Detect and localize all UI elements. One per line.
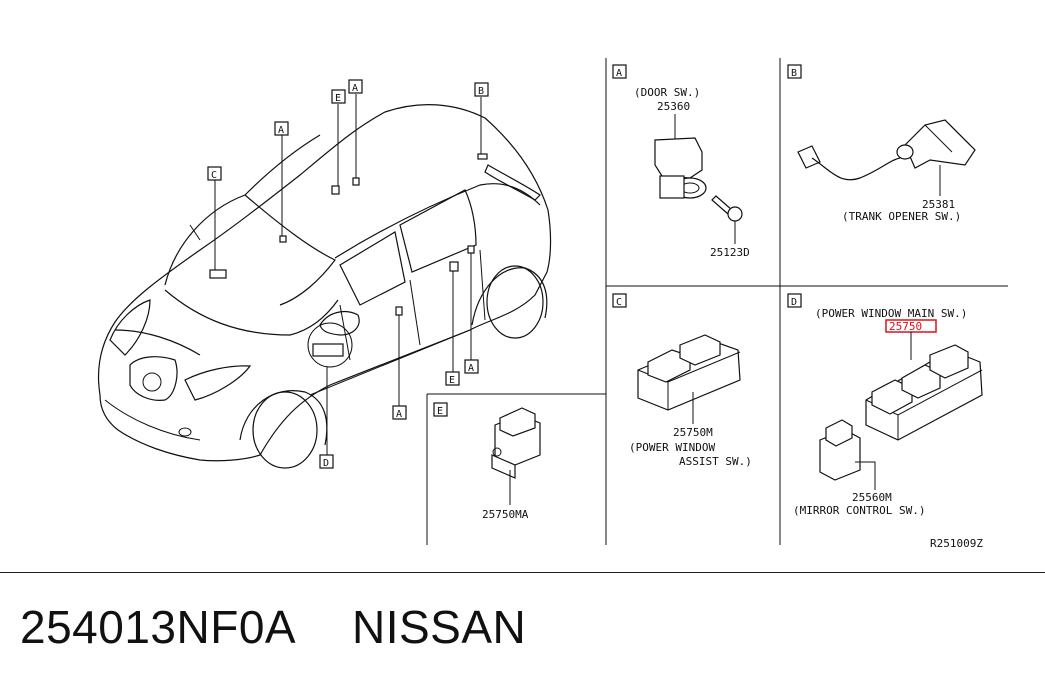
callout-letter: A: [278, 125, 284, 136]
door-switch-part: [654, 137, 703, 179]
callout-b-car: B: [474, 82, 489, 97]
callout-e-car-1: E: [331, 89, 346, 104]
panel-d-letter: D: [791, 297, 797, 308]
callout-a-car-1: A: [274, 121, 289, 136]
panel-b-letter: B: [791, 68, 797, 79]
callout-a-car-4: A: [392, 405, 407, 420]
panel-d: D (POWER WINDOW MAIN SW.) 25750 25560M (…: [787, 293, 983, 517]
screw-part-number: 25123D: [710, 246, 750, 259]
callout-letter: A: [352, 83, 358, 94]
mirror-switch-description: (MIRROR CONTROL SW.): [793, 504, 925, 517]
panel-frames: [426, 58, 1008, 545]
door-switch-part-number: 25360: [657, 100, 690, 113]
footer-part-number: 254013NF0A: [20, 601, 297, 653]
callout-letter: E: [449, 375, 455, 386]
panel-e: E 25750MA: [433, 402, 541, 521]
main-switch-title: (POWER WINDOW MAIN SW.): [815, 307, 967, 320]
footer-brand: NISSAN: [352, 601, 527, 653]
trunk-opener-part-number: 25381: [922, 198, 955, 211]
panel-c: C 25750M (POWER WINDOW ASSIST SW.): [612, 293, 752, 468]
window-switch-e-part-number: 25750MA: [482, 508, 529, 521]
callout-letter: E: [335, 93, 341, 104]
trunk-opener-switch-part: [904, 119, 976, 169]
panel-c-letter: C: [616, 297, 622, 308]
callout-a-car-3: A: [464, 359, 479, 374]
callout-e-car-2: E: [445, 371, 460, 386]
trunk-opener-description: (TRANK OPENER SW.): [842, 210, 961, 223]
callout-a-car-2: A: [348, 79, 363, 94]
callout-letter: D: [323, 458, 329, 469]
car-illustration: [97, 94, 552, 469]
door-switch-title: (DOOR SW.): [634, 86, 700, 99]
main-switch-part-number: 25750: [889, 320, 922, 333]
trunk-connector: [797, 145, 821, 169]
callout-d-car: D: [319, 454, 334, 469]
mirror-switch-part-number: 25560M: [852, 491, 892, 504]
reference-code: R251009Z: [930, 537, 983, 550]
callout-c-car: C: [207, 166, 222, 181]
assist-switch-part-number: 25750M: [673, 426, 713, 439]
callout-letter: C: [211, 170, 217, 181]
callout-letter: B: [478, 86, 484, 97]
assist-switch-description-1: (POWER WINDOW: [629, 441, 715, 454]
callout-letter: A: [396, 409, 402, 420]
panel-a-letter: A: [616, 68, 622, 79]
footer-divider: [0, 572, 1045, 573]
panel-b: B 25381 (TRANK OPENER SW.): [787, 64, 976, 223]
panel-e-letter: E: [437, 406, 443, 417]
assist-switch-description-2: ASSIST SW.): [679, 455, 752, 468]
callout-letter: A: [468, 363, 474, 374]
panel-a: A (DOOR SW.) 25360 25123D: [612, 64, 750, 259]
